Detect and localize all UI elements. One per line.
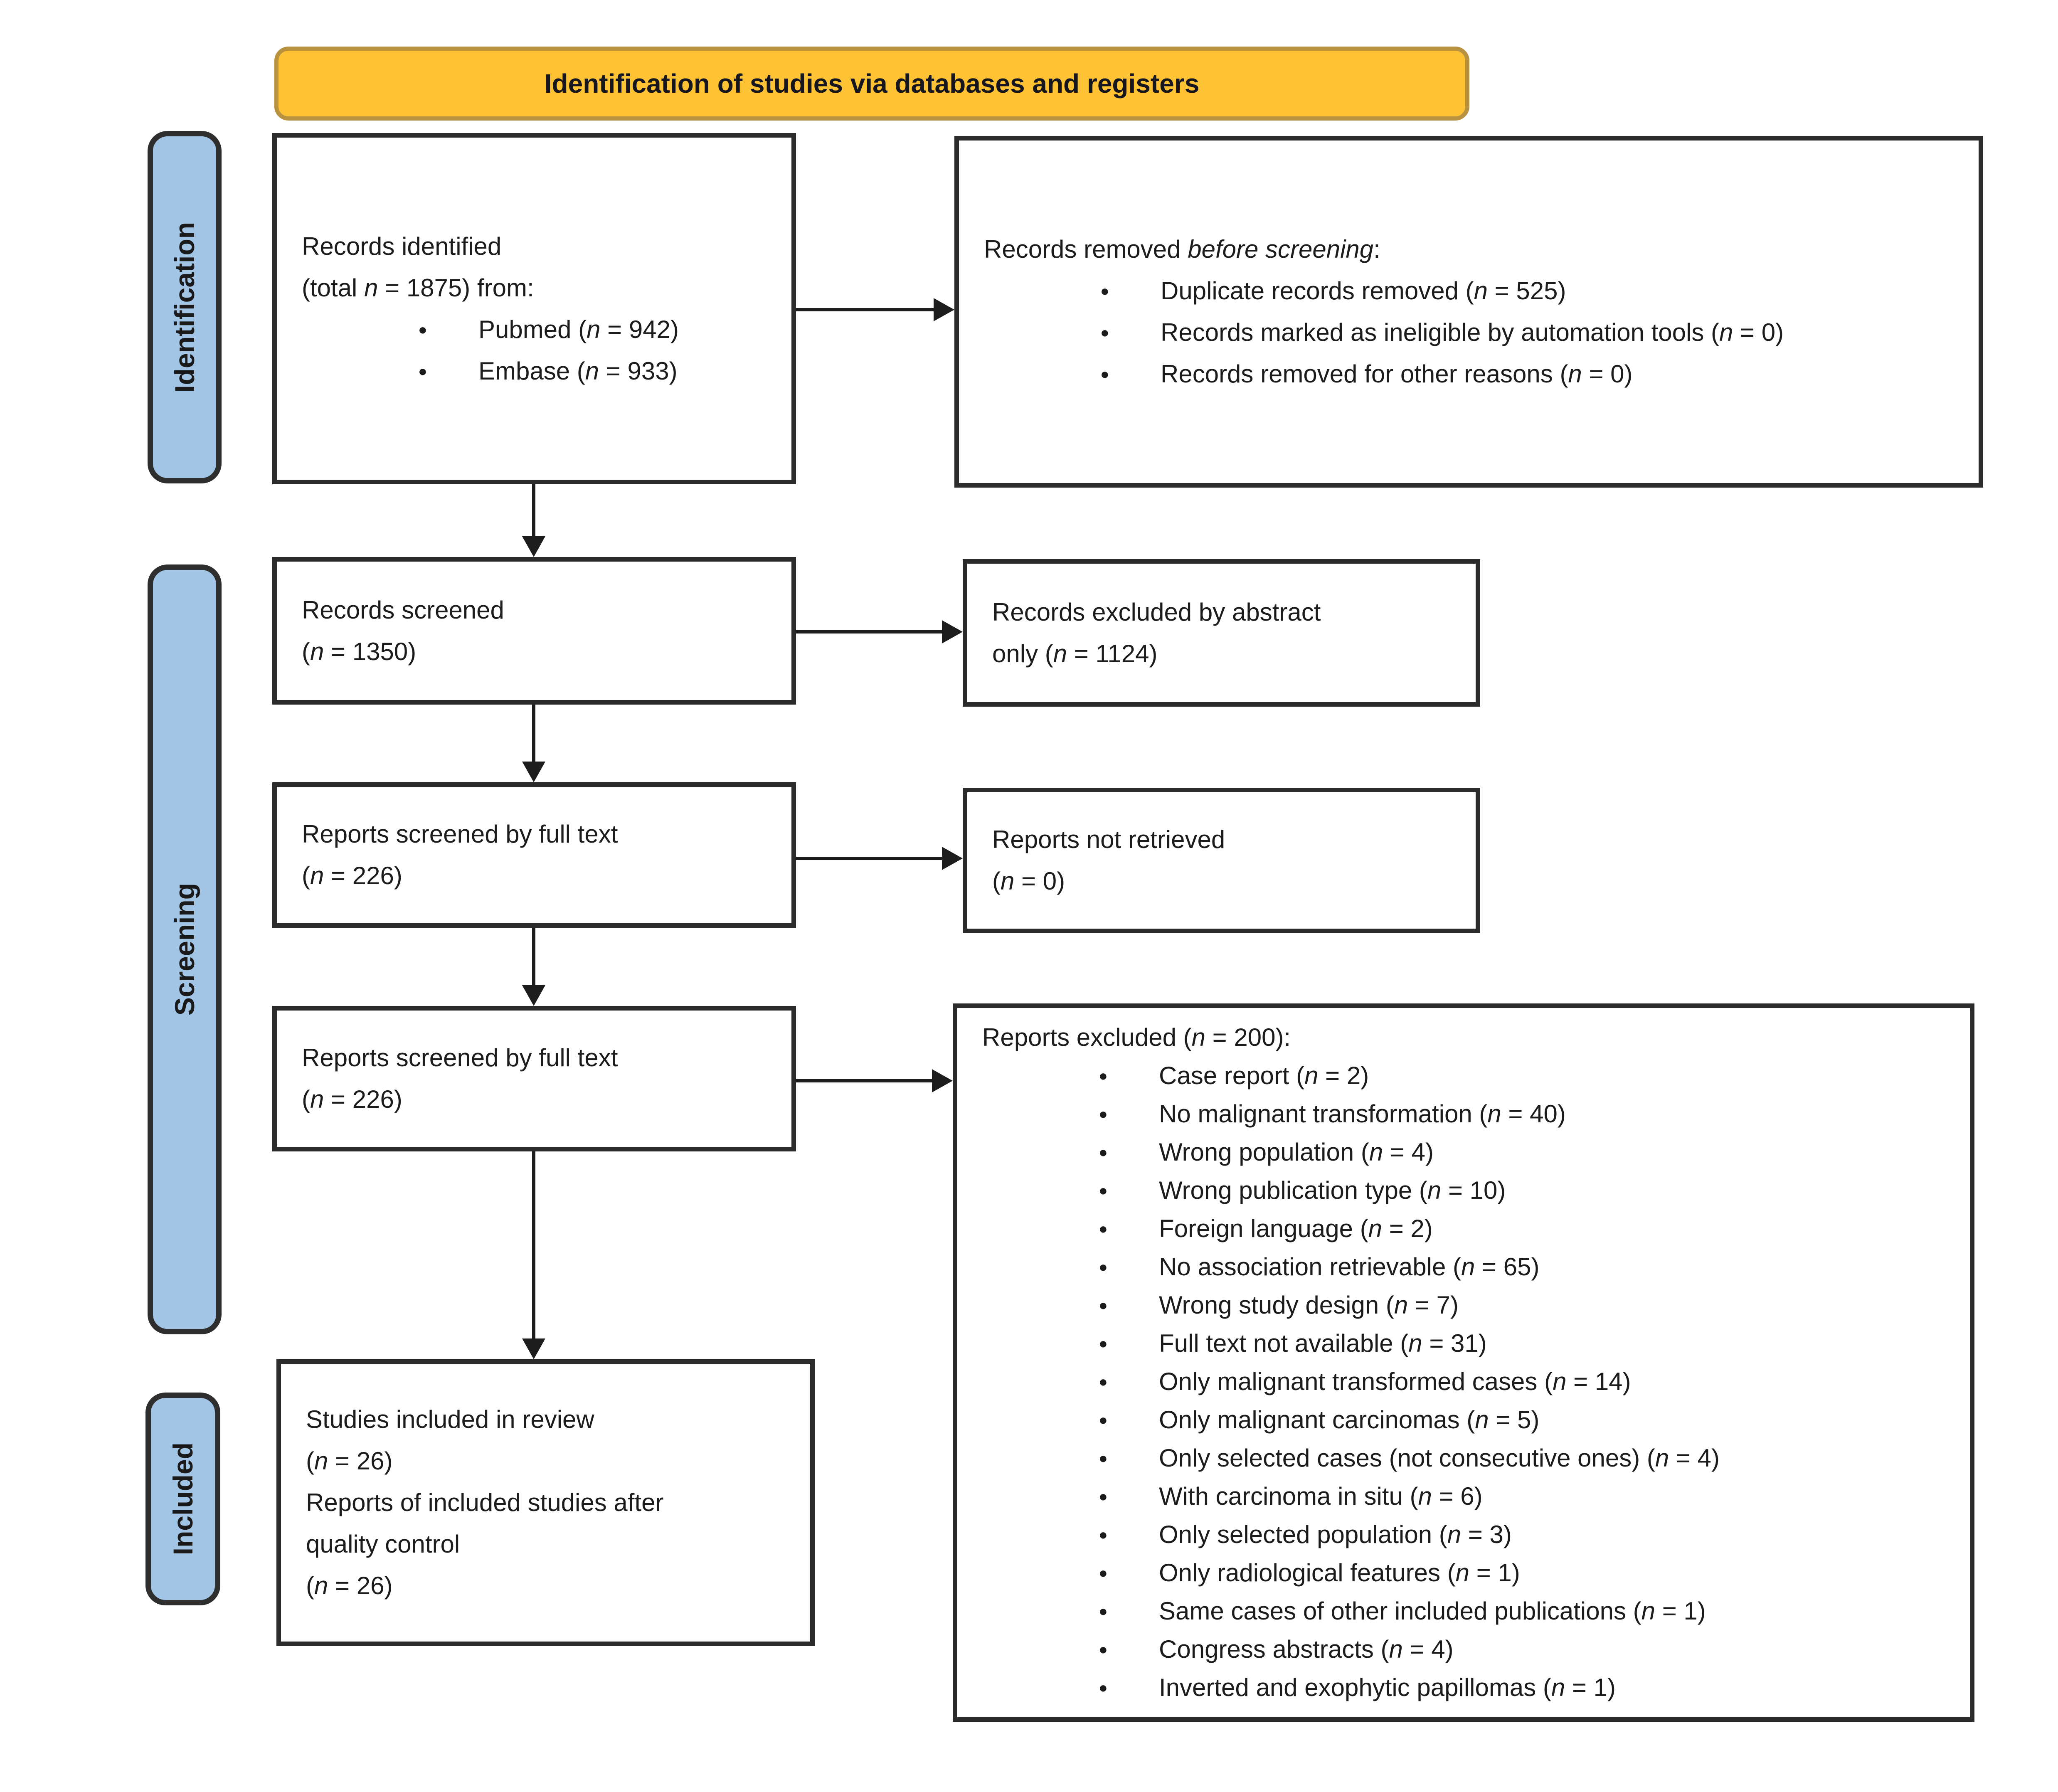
arrow-line [532,484,535,538]
studies-included-line-5: (n = 26) [306,1572,393,1600]
arrow-line [796,1079,933,1082]
reports-excluded-bullet-wrong-publication-type: Wrong publication type (n = 10) [982,1171,1945,1210]
reports-excluded-bullet-no-association: No association retrievable (n = 65) [982,1248,1945,1286]
records-screened-line-2: (n = 1350) [302,637,417,666]
records-removed-bullet-duplicates: Duplicate records removed (n = 525) [984,270,1954,312]
reports-excluded-bullet-no-malignant-transformation: No malignant transformation (n = 40) [982,1095,1945,1133]
arrowhead-right-icon [932,1069,953,1092]
records-excluded-abstract-line-1: Records excluded by abstract [992,598,1321,626]
reports-excluded-bullet-inverted-exophytic: Inverted and exophytic papillomas (n = 1… [982,1669,1945,1707]
box-reports-screened-fulltext-2: Reports screened by full text (n = 226) [272,1006,796,1151]
box-records-screened: Records screened (n = 1350) [272,557,796,705]
reports-fulltext-1-line-1: Reports screened by full text [302,820,618,848]
reports-excluded-bullet-wrong-population: Wrong population (n = 4) [982,1133,1945,1171]
arrowhead-down-icon [522,1338,545,1359]
records-removed-bullet-automation: Records marked as ineligible by automati… [984,312,1954,353]
records-removed-bullet-other-reasons: Records removed for other reasons (n = 0… [984,353,1954,395]
reports-excluded-bullet-only-selected-population: Only selected population (n = 3) [982,1516,1945,1554]
reports-excluded-bullet-fulltext-not-available: Full text not available (n = 31) [982,1324,1945,1363]
records-removed-title-post: : [1373,235,1380,263]
stage-label-identification: Identification [169,222,200,393]
reports-fulltext-2-line-2: (n = 226) [302,1085,402,1113]
reports-not-retrieved-line-1: Reports not retrieved [992,826,1225,853]
records-identified-line-1: Records identified [302,232,502,260]
arrow-line [532,705,535,762]
arrowhead-right-icon [942,847,963,870]
reports-not-retrieved-line-2: (n = 0) [992,867,1065,895]
arrowhead-right-icon [942,620,963,643]
arrow-line [796,857,943,860]
records-identified-line-2: (total n = 1875) from: [302,274,534,302]
stage-label-included: Included [168,1442,198,1555]
reports-excluded-bullet-foreign-language: Foreign language (n = 2) [982,1210,1945,1248]
records-removed-title: Records removed before screening: [984,229,1954,270]
box-reports-not-retrieved: Reports not retrieved (n = 0) [963,788,1480,933]
arrow-line [796,308,934,311]
box-records-excluded-by-abstract: Records excluded by abstract only (n = 1… [963,559,1480,707]
reports-excluded-bullet-carcinoma-in-situ: With carcinoma in situ (n = 6) [982,1477,1945,1516]
box-reports-screened-fulltext-1: Reports screened by full text (n = 226) [272,782,796,928]
arrowhead-right-icon [934,298,954,321]
stage-bar-included: Included [145,1393,220,1605]
box-records-removed-before-screening: Records removed before screening: Duplic… [954,136,1983,488]
studies-included-line-1: Studies included in review [306,1405,594,1433]
stage-label-screening: Screening [169,883,200,1016]
records-identified-bullet-pubmed: Pubmed (n = 942) [302,309,767,350]
stage-bar-identification: Identification [148,131,222,483]
records-excluded-abstract-line-2: only (n = 1124) [992,639,1158,668]
arrowhead-down-icon [522,985,545,1006]
reports-fulltext-2-line-1: Reports screened by full text [302,1044,618,1072]
banner-title: Identification of studies via databases … [544,69,1200,99]
studies-included-line-2: (n = 26) [306,1447,393,1475]
arrowhead-down-icon [522,762,545,782]
reports-excluded-bullet-case-report: Case report (n = 2) [982,1057,1945,1095]
studies-included-line-3: Reports of included studies after [306,1489,664,1516]
reports-fulltext-1-line-2: (n = 226) [302,862,402,890]
arrow-line [532,1151,535,1339]
reports-excluded-bullet-congress-abstracts: Congress abstracts (n = 4) [982,1630,1945,1669]
box-studies-included-in-review: Studies included in review (n = 26) Repo… [276,1359,815,1646]
reports-excluded-bullet-wrong-study-design: Wrong study design (n = 7) [982,1286,1945,1324]
box-reports-excluded: Reports excluded (n = 200): Case report … [953,1003,1974,1722]
arrow-line [532,928,535,986]
box-records-identified: Records identified (total n = 1875) from… [272,133,796,484]
reports-excluded-bullet-only-selected-cases: Only selected cases (not consecutive one… [982,1439,1945,1477]
stage-bar-screening: Screening [148,564,222,1334]
reports-excluded-bullet-only-malignant-carcinomas: Only malignant carcinomas (n = 5) [982,1401,1945,1439]
records-screened-line-1: Records screened [302,596,504,624]
reports-excluded-bullet-only-radiological: Only radiological features (n = 1) [982,1554,1945,1592]
studies-included-line-4: quality control [306,1530,460,1558]
banner-identification-via-databases: Identification of studies via databases … [274,47,1469,121]
reports-excluded-title: Reports excluded (n = 200): [982,1023,1291,1051]
records-removed-title-pre: Records removed [984,235,1188,263]
reports-excluded-bullet-same-cases: Same cases of other included publication… [982,1592,1945,1630]
records-identified-bullet-embase: Embase (n = 933) [302,350,767,392]
arrowhead-down-icon [522,536,545,557]
arrow-line [796,630,943,633]
records-removed-title-italic: before screening [1188,235,1374,263]
reports-excluded-bullet-only-transformed-cases: Only malignant transformed cases (n = 14… [982,1363,1945,1401]
